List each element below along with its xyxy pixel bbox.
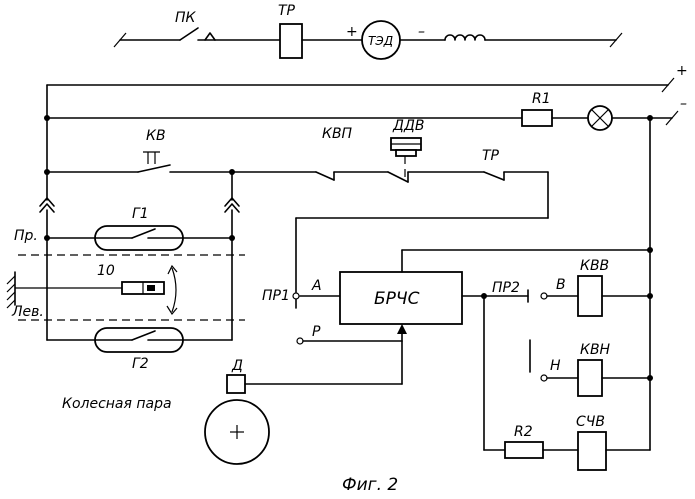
minus-rail [47,106,678,130]
label-g2: Г2 [132,356,149,372]
label-pr: Пр. [14,228,38,244]
label-r2: R2 [514,424,533,440]
label-ddv: ДДВ [392,118,424,134]
label-kv: КВ [146,128,166,144]
label-wheelset: Колесная пара [62,396,172,412]
label-plus-rail: + [676,63,688,79]
label-kvp: КВП [322,126,353,142]
signal-lamp [588,106,612,130]
label-a: А [311,278,322,294]
pk-contact [180,28,215,40]
contact-n [541,375,547,381]
label-b: В [556,277,566,293]
tr-contact [484,172,504,180]
figure-caption: Фиг. 2 [342,475,398,495]
label-r: Р [312,324,321,340]
swing-arrows [167,266,177,314]
tr-relay-coil [280,24,302,58]
r2-resistor [505,442,543,458]
counter-sch [578,432,606,470]
label-num10: 10 [97,263,115,279]
label-plus-top: + [346,24,358,40]
label-lev: Лев. [11,304,44,320]
label-tr-top: ТР [278,3,296,19]
brchs-input-arrow [397,324,407,341]
label-minus-top: – [418,24,425,40]
field-winding-inductor [445,35,485,40]
label-pr2: ПР2 [492,280,520,296]
label-pr1: ПР1 [262,288,290,304]
reed-switch-g1 [95,226,183,250]
kvv-relay [578,276,602,316]
label-minus-rail: – [680,96,687,112]
magnet-element-10 [122,282,164,294]
label-sch: СЧВ [576,414,605,430]
label-n: Н [550,358,561,374]
sensor-d [227,375,245,393]
kv-button [138,152,170,172]
kvp-contact [316,172,334,180]
label-d: Д [231,358,243,374]
reed-switch-g2 [95,328,183,352]
plus-rail [47,78,674,92]
label-motor: ТЭД [368,34,393,48]
pr2-switch [528,290,547,302]
label-r1: R1 [532,91,551,107]
ddv-sensor [391,138,421,156]
r1-resistor [522,110,552,126]
label-kvn: КВН [580,342,611,358]
kvn-relay [578,360,602,396]
label-pk: ПК [175,10,197,26]
label-kvv: КВВ [580,258,609,274]
label-g1: Г1 [132,206,149,222]
wheelset-circle [205,400,269,464]
label-tr-mid: ТР [482,148,500,164]
ddv-contact [388,156,408,182]
pr1-switch [293,293,303,344]
label-brchs: БРЧС [374,289,420,309]
